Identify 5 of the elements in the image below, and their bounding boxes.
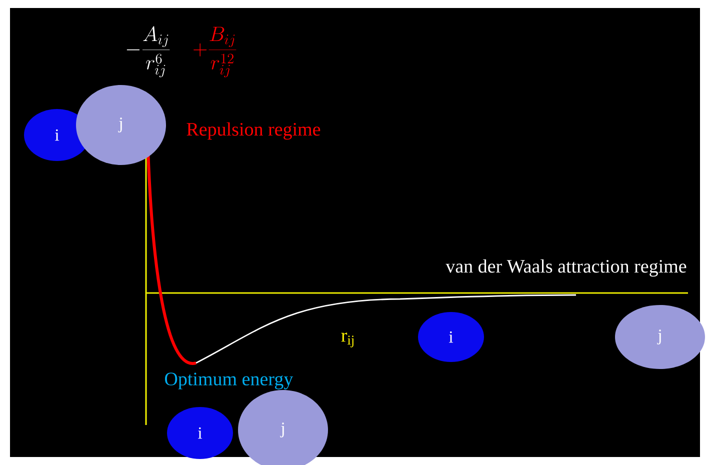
axis-label: r$_{ij}$ [341,332,354,348]
regime-label: Repulsion regime [186,122,320,140]
regime-label: Optimum energy [165,372,294,390]
formula: $+\frac{B_{ij}}{r_{ij}^{12}}$ [194,26,236,78]
regime-label: van der Waals attraction regime [446,259,686,277]
